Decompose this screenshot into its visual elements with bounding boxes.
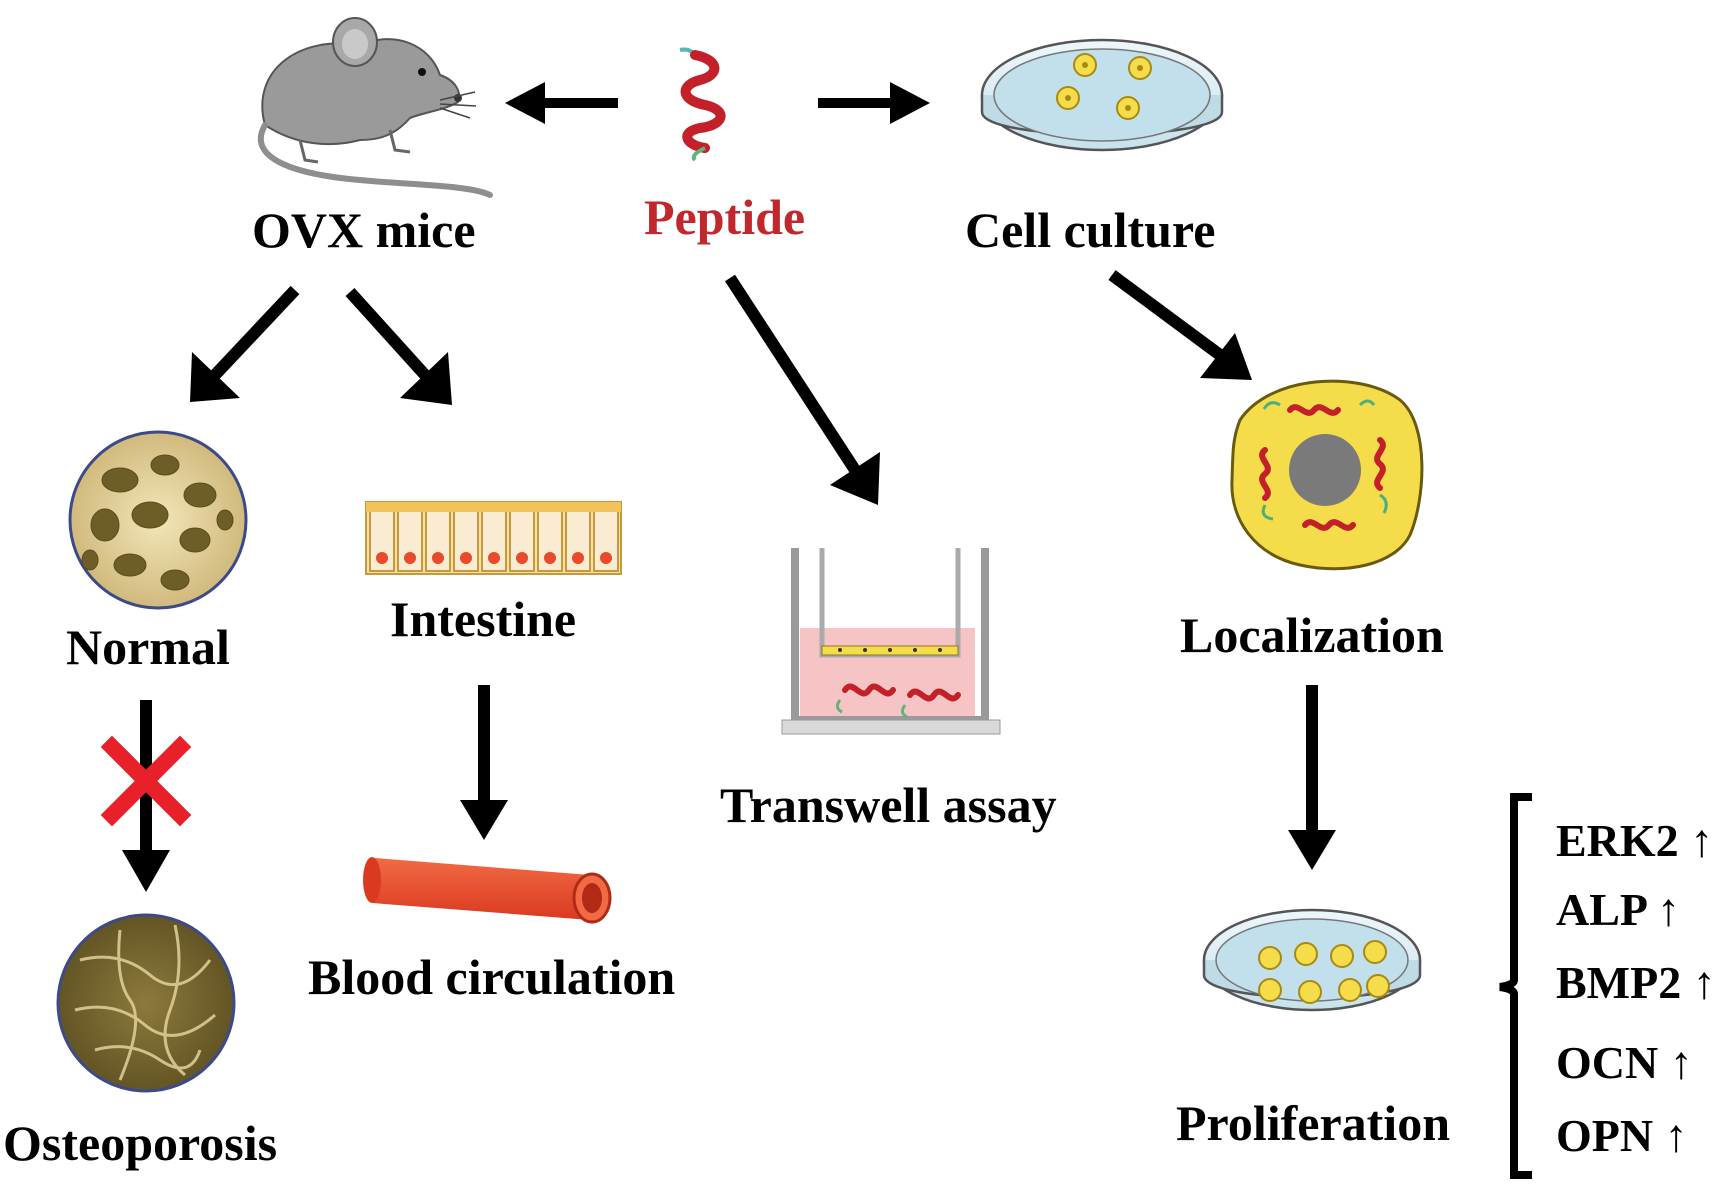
marker-name: ALP [1556,884,1646,935]
arrow-localization-to-proliferation [1288,685,1336,870]
label-localization: Localization [1180,607,1444,663]
label-ovx-mice: OVX mice [252,202,476,258]
arrows [122,82,1336,892]
cell-localization-icon [1230,379,1424,571]
marker-name: ERK2 [1556,815,1679,866]
label-cell-culture: Cell culture [965,202,1216,258]
arrow-peptide-to-transwell [724,274,880,505]
label-transwell-assay: Transwell assay [720,777,1057,833]
arrow-peptide-to-mice [505,82,618,124]
peptide-helix-icon [679,47,726,162]
transwell-icon [781,548,1001,735]
petri-dish-icon [980,38,1224,152]
up-arrow-icon: ↑ [1692,957,1716,1008]
marker-name: OCN [1556,1037,1659,1088]
bone-normal-icon [68,430,248,610]
marker-name: OPN [1556,1110,1654,1161]
up-arrow-icon: ↑ [1690,815,1714,866]
mouse-icon [257,17,493,198]
marker-erk2: ERK2 ↑ [1556,818,1713,864]
label-peptide: Peptide [644,189,806,245]
marker-bracket [1499,793,1532,1179]
label-blood-circulation: Blood circulation [308,949,676,1005]
arrow-mice-to-intestine [345,287,452,405]
label-proliferation: Proliferation [1176,1095,1450,1151]
marker-bmp2: BMP2 ↑ [1556,960,1716,1006]
arrow-mice-to-normal [190,285,300,402]
intestine-icon [365,501,622,575]
label-intestine: Intestine [390,591,577,647]
up-arrow-icon: ↑ [1664,1110,1688,1161]
label-normal: Normal [66,619,230,675]
blood-vessel-icon [363,857,612,924]
arrow-peptide-to-culture [818,82,930,124]
arrow-intestine-to-blood [460,685,508,840]
bone-osteoporosis-icon [56,913,236,1093]
arrow-culture-to-localization [1108,270,1252,380]
marker-name: BMP2 [1556,957,1682,1008]
label-osteoporosis: Osteoporosis [3,1115,278,1171]
up-arrow-icon: ↑ [1669,1037,1693,1088]
marker-alp: ALP ↑ [1556,887,1680,933]
marker-ocn: OCN ↑ [1556,1040,1693,1086]
petri-dish-proliferation-icon [1202,908,1422,1012]
up-arrow-icon: ↑ [1656,884,1680,935]
marker-opn: OPN ↑ [1556,1113,1688,1159]
cross-icon [100,735,192,827]
